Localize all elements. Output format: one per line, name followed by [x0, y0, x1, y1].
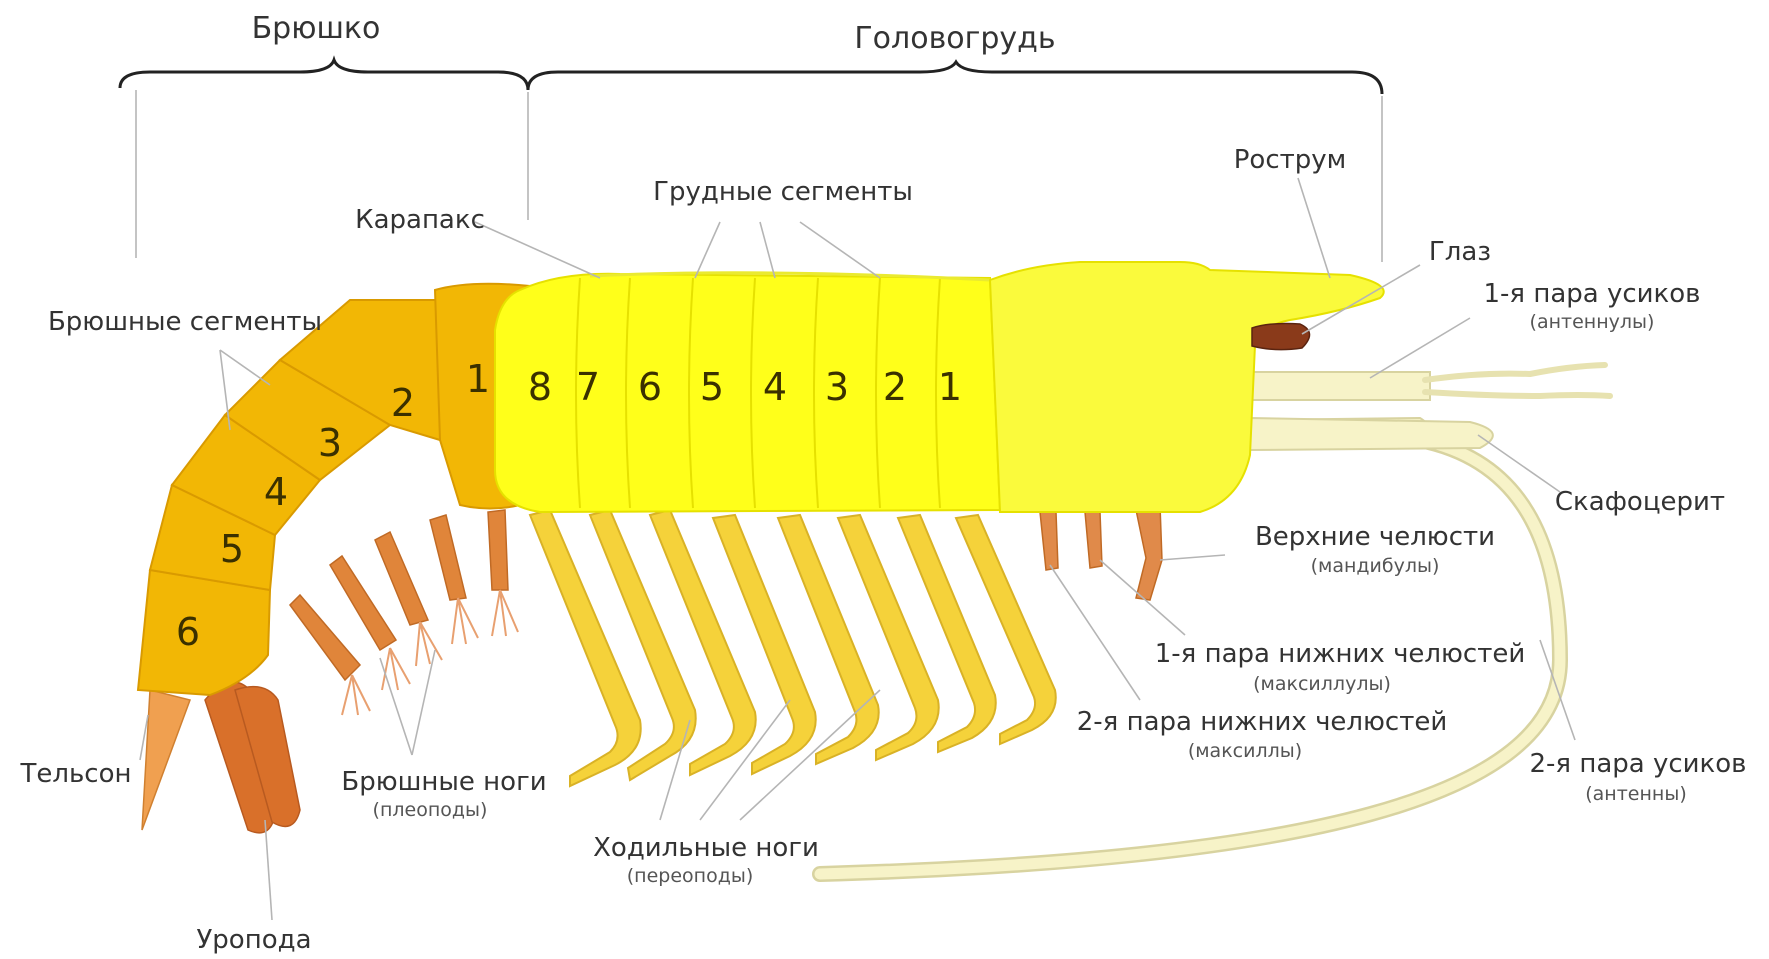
mandible-sublabel: (мандибулы) [1311, 555, 1440, 577]
rostrum-label: Рострум [1234, 145, 1347, 175]
mandible [1135, 505, 1162, 600]
pleopods-label: Брюшные ноги [341, 767, 546, 797]
maxilla-label: 2-я пара нижних челюстей [1077, 707, 1448, 737]
antenna-label: 2-я пара усиков [1530, 749, 1747, 779]
antennule-lower-flagellum [1425, 392, 1610, 396]
thoracic-number: 5 [700, 365, 724, 409]
thoracic-number: 7 [576, 365, 600, 409]
telson [142, 690, 190, 830]
pereopods-sublabel: (переоподы) [627, 865, 754, 887]
pleopod [330, 556, 396, 650]
eye-label: Глаз [1429, 237, 1491, 267]
carapace-label: Карапакс [355, 205, 485, 235]
uropod-label: Уропода [196, 925, 311, 955]
thoracic-number: 2 [883, 365, 907, 409]
maxilla [1040, 512, 1058, 570]
abdominal-number: 5 [220, 527, 244, 571]
antennule-upper-flagellum [1425, 365, 1605, 380]
thoracic-region [495, 274, 1000, 512]
abdominal-number: 1 [466, 357, 490, 401]
abdominal-number: 4 [264, 470, 288, 514]
pleopod [375, 532, 428, 625]
cephalothorax-brace [528, 62, 1382, 94]
abdomen-brace [120, 60, 528, 90]
maxillule [1085, 512, 1102, 568]
abdominal-number: 6 [176, 610, 200, 654]
pereopod [956, 515, 1056, 744]
abdominal-segments-label: Брюшные сегменты [48, 307, 322, 337]
mandible-label: Верхние челюсти [1255, 522, 1495, 552]
pleopods-sublabel: (плеоподы) [373, 799, 488, 821]
pereopods [530, 510, 1056, 786]
pleopod [430, 515, 466, 600]
thoracic-segments-label: Грудные сегменты [653, 177, 913, 207]
abdomen-section-label: Брюшко [252, 11, 381, 46]
thoracic-number: 3 [825, 365, 849, 409]
thoracic-number: 6 [638, 365, 662, 409]
pleopod [290, 595, 360, 680]
maxillule-label: 1-я пара нижних челюстей [1155, 639, 1526, 669]
antennule-label: 1-я пара усиков [1484, 279, 1701, 309]
section-braces [120, 60, 1382, 262]
antennule-sublabel: (антеннулы) [1530, 311, 1655, 333]
antennule-base [1240, 372, 1430, 400]
scaphocerite [1250, 418, 1493, 450]
abdominal-segment-6 [138, 570, 270, 695]
pereopods-label: Ходильные ноги [593, 833, 819, 863]
telson-label: Тельсон [19, 759, 131, 789]
abdominal-number: 3 [318, 421, 342, 465]
eye-icon [1252, 324, 1310, 350]
maxilla-sublabel: (максиллы) [1188, 740, 1302, 762]
maxillule-sublabel: (максиллулы) [1253, 673, 1391, 695]
abdominal-number: 2 [391, 381, 415, 425]
pleopods [290, 510, 508, 680]
cephalothorax-section-label: Головогрудь [854, 21, 1055, 56]
thoracic-number: 8 [528, 365, 552, 409]
thoracic-number: 1 [938, 365, 962, 409]
thoracic-number: 4 [763, 365, 787, 409]
tail-fan [142, 682, 300, 833]
scaphocerite-label: Скафоцерит [1555, 487, 1725, 517]
pleopod [488, 510, 508, 590]
mouthparts [1040, 505, 1162, 600]
thorax [495, 273, 1000, 512]
antenna-sublabel: (антенны) [1585, 783, 1687, 805]
